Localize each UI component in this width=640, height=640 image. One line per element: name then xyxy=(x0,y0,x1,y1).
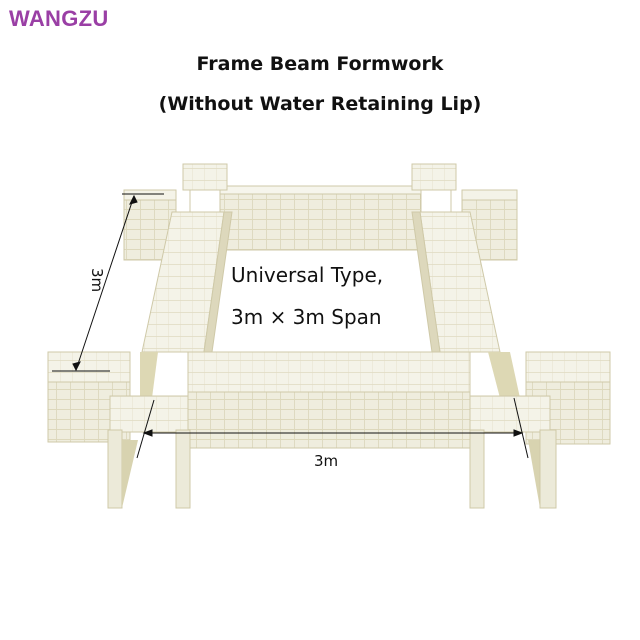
left-span-label: 3m xyxy=(88,268,106,293)
caption-line-1: Universal Type, xyxy=(231,263,384,287)
dimension-bottom xyxy=(136,397,529,459)
bottom-span-label: 3m xyxy=(314,452,339,470)
dimension-left xyxy=(52,193,164,372)
bottom-beam xyxy=(187,351,471,449)
bottom-right-corner-block xyxy=(469,351,611,509)
title-line-1: Frame Beam Formwork xyxy=(196,53,444,75)
top-beam xyxy=(182,163,457,251)
bottom-left-corner-block xyxy=(47,351,191,509)
brand-logo: WANGZU xyxy=(9,6,109,31)
right-beam xyxy=(411,211,501,353)
caption-line-2: 3m × 3m Span xyxy=(231,305,382,329)
title-line-2: (Without Water Retaining Lip) xyxy=(158,93,482,115)
